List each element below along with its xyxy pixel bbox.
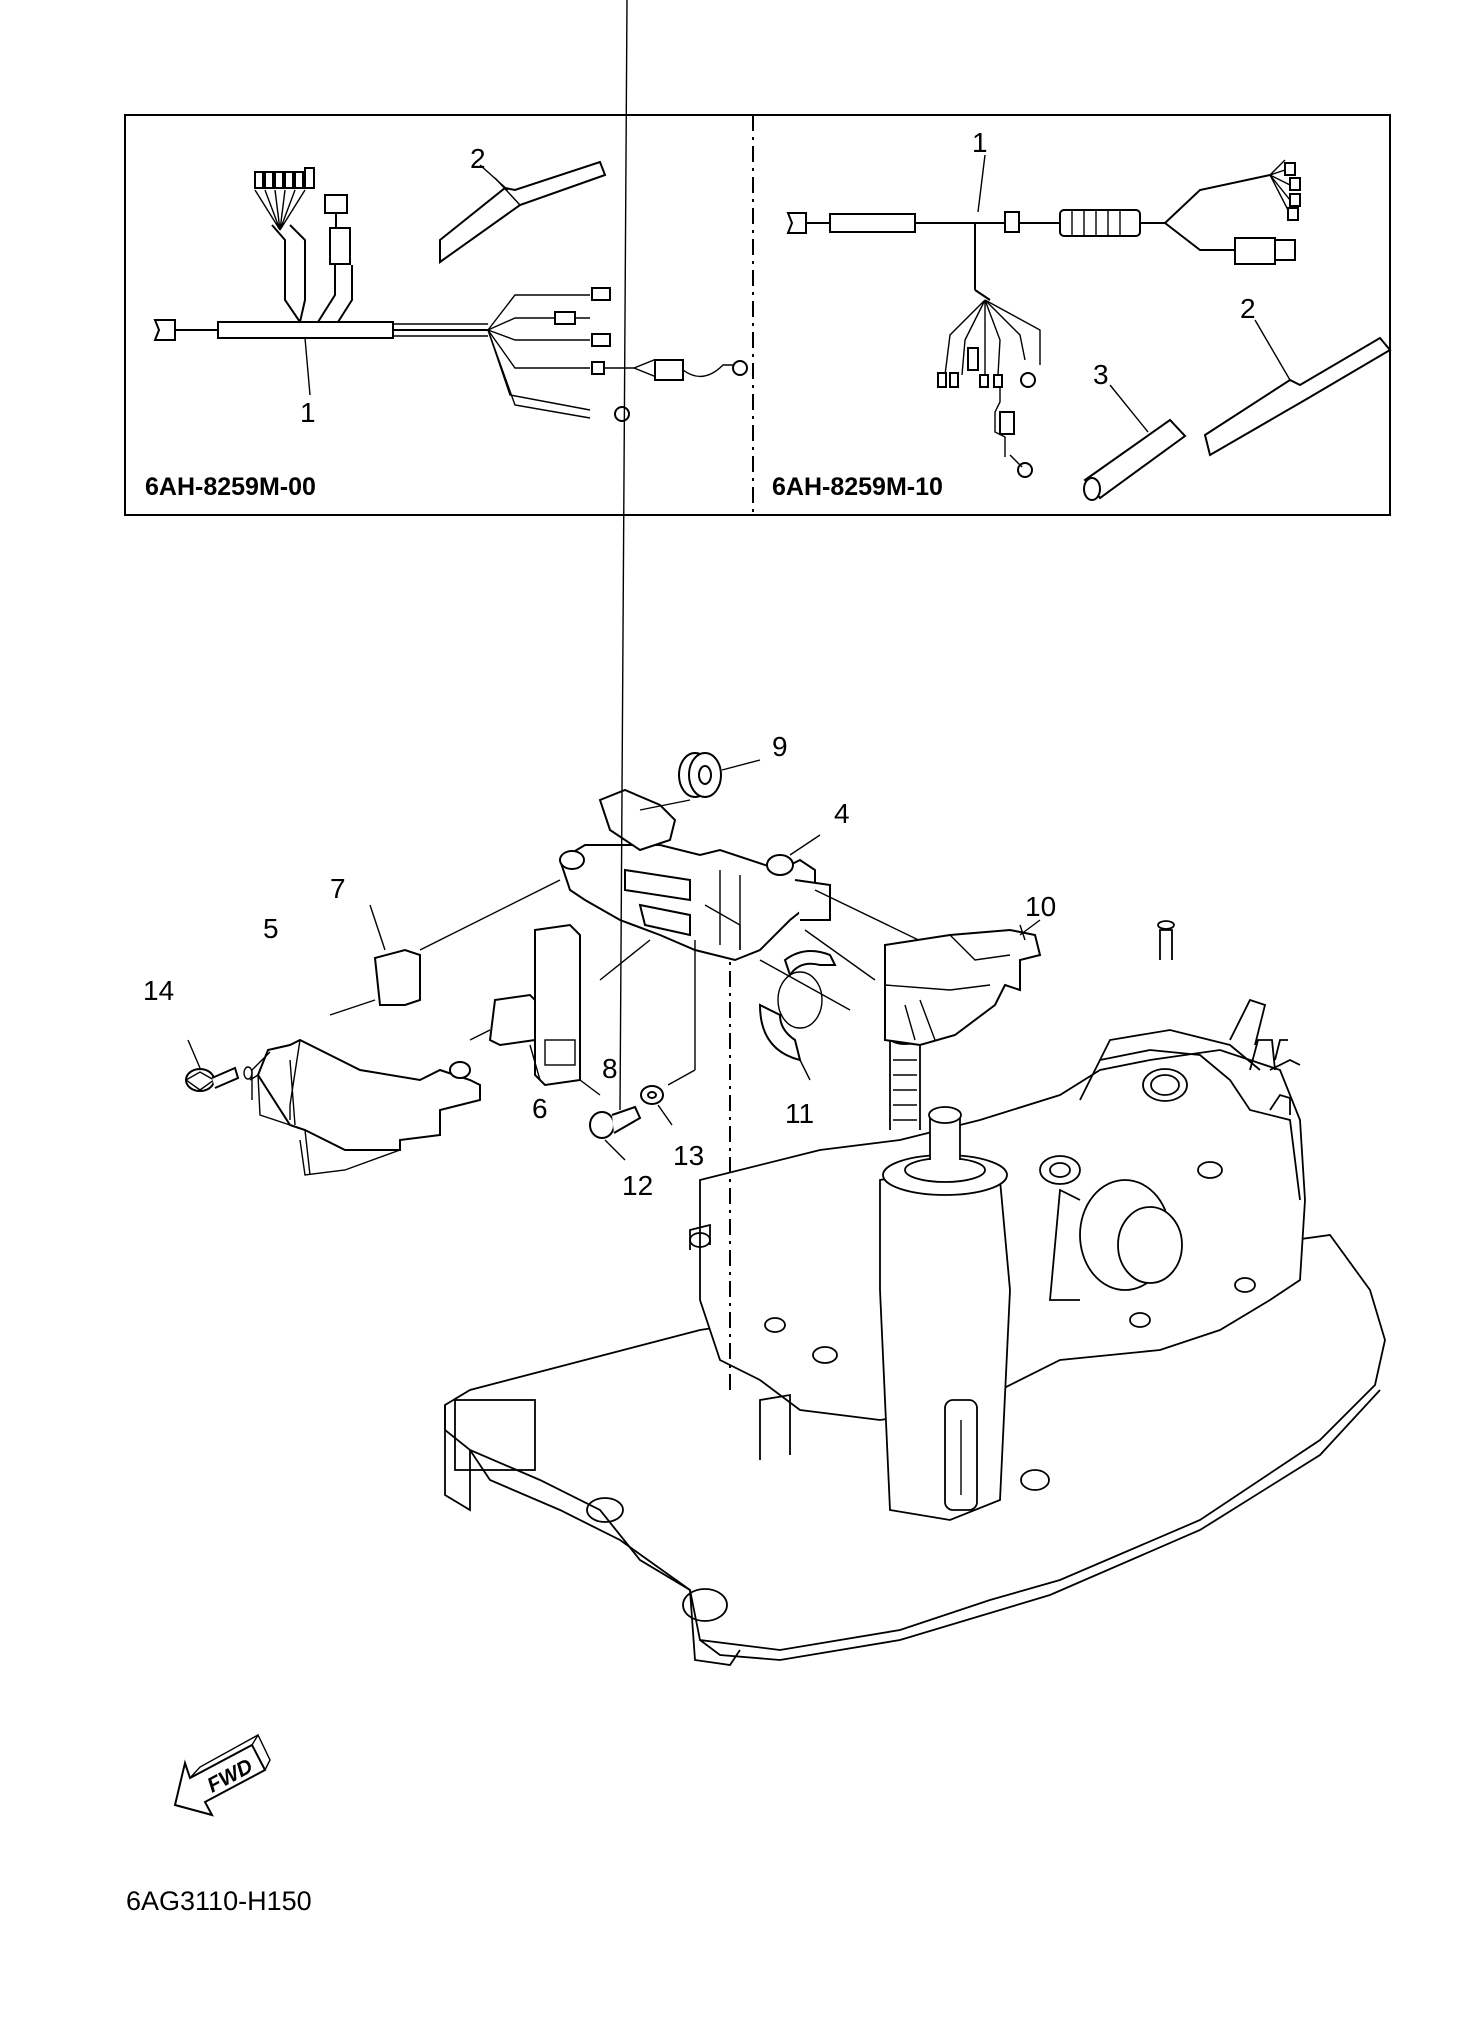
callout-4: 4 bbox=[834, 798, 850, 829]
wire-harness-left bbox=[153, 160, 748, 422]
callout-6: 6 bbox=[532, 1093, 548, 1124]
callout-12: 12 bbox=[622, 1170, 653, 1201]
part-9-grommet bbox=[678, 752, 761, 798]
part-7-plate bbox=[329, 904, 421, 1016]
kit-code-left: 6AH-8259M-00 bbox=[145, 473, 316, 501]
callout-kit-left-2: 2 bbox=[470, 143, 486, 174]
leader-1r bbox=[977, 154, 986, 213]
wire-harness-right bbox=[786, 154, 1392, 501]
part-4-bracket bbox=[419, 788, 961, 1086]
part-11-clamp bbox=[758, 950, 837, 1081]
callout-kit-left-1: 1 bbox=[300, 397, 316, 428]
fwd-arrow-icon: FWD bbox=[173, 1733, 271, 1817]
callout-9: 9 bbox=[772, 731, 788, 762]
callout-14: 14 bbox=[143, 975, 174, 1006]
callout-7: 7 bbox=[330, 873, 346, 904]
callout-5: 5 bbox=[263, 913, 279, 944]
cable-tie-icon-right bbox=[1203, 336, 1392, 457]
part-5-cover bbox=[243, 1038, 481, 1176]
kit-code-right: 6AH-8259M-10 bbox=[772, 473, 943, 501]
callout-kit-right-2: 2 bbox=[1240, 293, 1256, 324]
diagram-code: 6AG3110-H150 bbox=[126, 1886, 312, 1916]
callout-11: 11 bbox=[785, 1098, 814, 1129]
part-13-washer bbox=[640, 1085, 673, 1126]
callout-10: 10 bbox=[1025, 891, 1056, 922]
wire-harness-kit-box bbox=[124, 114, 1391, 516]
callout-13: 13 bbox=[673, 1140, 704, 1171]
part-12-bolt bbox=[589, 0, 642, 1161]
part-8-plate bbox=[534, 923, 601, 1096]
callout-8: 8 bbox=[602, 1053, 618, 1084]
leader-1 bbox=[304, 337, 311, 396]
part-6-plate bbox=[469, 993, 541, 1081]
cable-tie-icon bbox=[439, 160, 607, 264]
part-14-screw bbox=[184, 1039, 240, 1092]
callout-kit-right-1: 1 bbox=[972, 127, 988, 158]
engine-block bbox=[444, 880, 1386, 1666]
part-10-cover bbox=[884, 919, 1042, 1047]
callout-kit-right-3: 3 bbox=[1093, 359, 1109, 390]
